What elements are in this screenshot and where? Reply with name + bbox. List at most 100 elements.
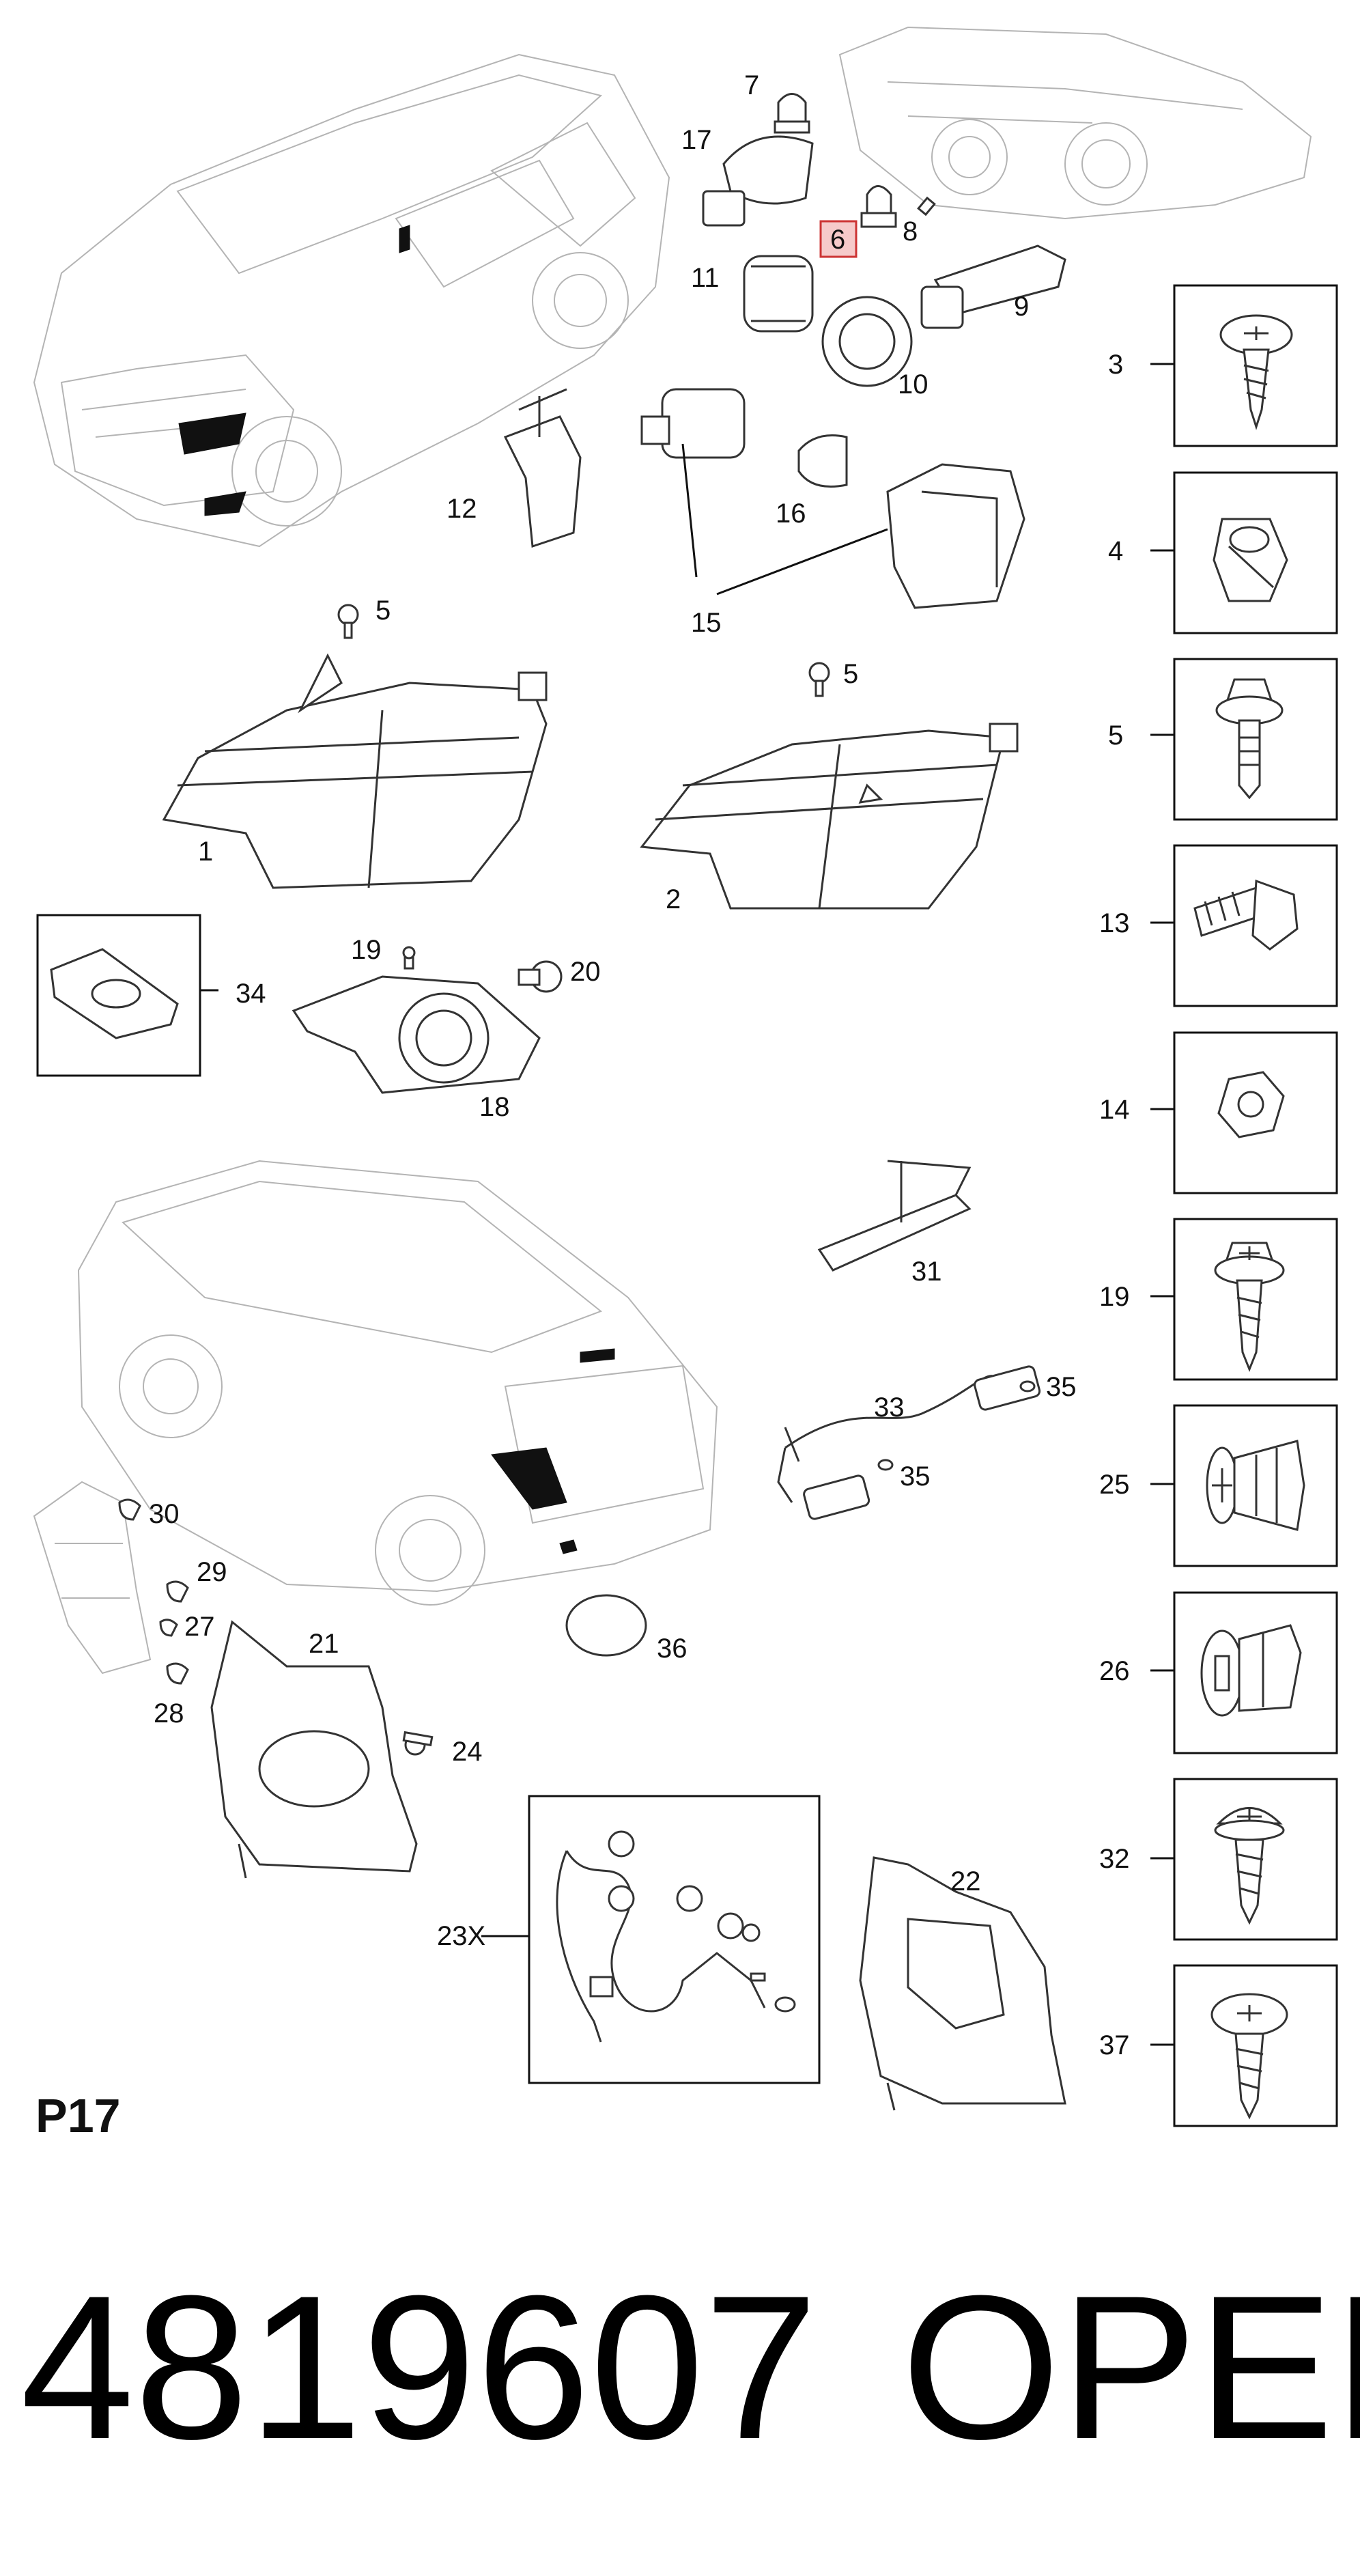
tail-lamp-right-22 xyxy=(859,1856,1066,2111)
callout-10: 10 xyxy=(898,369,929,400)
light-bar-31 xyxy=(817,1160,972,1272)
bolt-5a xyxy=(337,604,359,639)
callout-1: 1 xyxy=(198,837,213,867)
callout-12: 12 xyxy=(447,494,477,524)
fastener-4: 4 xyxy=(1108,471,1338,634)
callout-labels: 7 17 6 8 11 9 10 12 16 15 5 5 1 2 19 20 … xyxy=(149,70,1077,1951)
wiring-33 xyxy=(777,1365,1041,1520)
vehicle-rear-illustration xyxy=(77,1160,718,1606)
socket-15 xyxy=(640,388,746,459)
bulb-28 xyxy=(166,1662,189,1685)
callout-30: 30 xyxy=(149,1499,180,1529)
fastener-13: 13 xyxy=(1099,844,1338,1007)
headlamp-ghost-illustration xyxy=(838,26,1312,220)
vehicle-front-illustration xyxy=(33,53,670,548)
callout-34: 34 xyxy=(236,979,266,1009)
flange-bolt-icon xyxy=(1215,678,1284,800)
callout-20: 20 xyxy=(570,957,601,987)
fastener-37: 37 xyxy=(1099,1964,1338,2127)
callout-18: 18 xyxy=(479,1092,510,1122)
fog-lamp-18 xyxy=(292,975,541,1094)
callout-9: 9 xyxy=(1014,292,1029,322)
svg-text:3: 3 xyxy=(1108,350,1123,380)
callout-8: 8 xyxy=(903,216,918,247)
svg-text:32: 32 xyxy=(1099,1844,1130,1874)
callout-36: 36 xyxy=(657,1634,688,1664)
bulb-8 xyxy=(860,185,936,228)
callout-35b: 35 xyxy=(900,1461,931,1492)
harness-23x-box xyxy=(528,1795,821,2084)
hex-bolt-icon xyxy=(1193,879,1299,951)
svg-text:25: 25 xyxy=(1099,1470,1130,1500)
fastener-column: 3 4 5 xyxy=(1099,284,1338,2127)
svg-text:37: 37 xyxy=(1099,2030,1130,2060)
fastener-14: 14 xyxy=(1099,1031,1338,1194)
push-clip-icon xyxy=(1200,1624,1302,1717)
fastener-5: 5 xyxy=(1108,658,1338,821)
bolt-24 xyxy=(402,1731,434,1756)
callout-16: 16 xyxy=(776,499,806,529)
callout-19: 19 xyxy=(351,935,382,965)
bulb-9 xyxy=(920,244,1066,329)
bulb-27 xyxy=(159,1619,178,1637)
callout-5a: 5 xyxy=(376,596,391,626)
callout-17: 17 xyxy=(681,125,712,155)
hex-nut-icon xyxy=(1217,1071,1285,1138)
highlight-box xyxy=(819,220,858,258)
bulb-29 xyxy=(166,1580,189,1603)
screw-phillips-icon xyxy=(1214,1242,1285,1373)
fastener-19: 19 xyxy=(1099,1218,1338,1381)
bulb-7 xyxy=(774,93,810,134)
svg-text:4: 4 xyxy=(1108,536,1123,566)
part-number: 4819607 xyxy=(20,2252,818,2482)
bracket-12 xyxy=(503,388,582,548)
bulb-16 xyxy=(797,434,848,488)
bolt-5b xyxy=(808,662,830,697)
callout-28: 28 xyxy=(154,1698,184,1728)
side-marker-15 xyxy=(886,463,1025,609)
callout-29: 29 xyxy=(197,1557,227,1587)
brand-name: OPEL xyxy=(901,2252,1360,2482)
callout-15: 15 xyxy=(691,608,722,638)
svg-text:19: 19 xyxy=(1099,1282,1130,1312)
callout-6: 6 xyxy=(830,225,845,255)
fastener-25: 25 xyxy=(1099,1404,1338,1567)
diagram-page-code: P17 xyxy=(36,2089,121,2142)
cap-nut-icon xyxy=(1213,518,1288,602)
svg-text:13: 13 xyxy=(1099,908,1130,938)
bulb-30 xyxy=(118,1498,141,1521)
callout-31: 31 xyxy=(911,1257,942,1287)
clip-34-box xyxy=(36,914,201,1077)
expansion-clip-icon xyxy=(1206,1440,1305,1531)
cap-10 xyxy=(821,296,913,387)
callout-7: 7 xyxy=(744,70,759,100)
bulb-35b xyxy=(877,1459,894,1471)
callout-33: 33 xyxy=(874,1392,905,1423)
headlamp-left-1 xyxy=(162,653,548,889)
socket-11 xyxy=(743,255,814,333)
callout-27: 27 xyxy=(184,1612,215,1642)
screw-phillips-icon xyxy=(1214,1807,1285,1925)
callout-22: 22 xyxy=(950,1866,981,1896)
fastener-26: 26 xyxy=(1099,1591,1338,1754)
headlamp-right-2 xyxy=(640,723,1019,910)
svg-text:14: 14 xyxy=(1099,1095,1130,1125)
callout-24: 24 xyxy=(452,1737,483,1767)
callout-23x: 23X xyxy=(437,1921,485,1951)
callout-21: 21 xyxy=(309,1629,339,1659)
socket-17 xyxy=(702,135,814,227)
fastener-32: 32 xyxy=(1099,1778,1338,1941)
svg-text:26: 26 xyxy=(1099,1656,1130,1686)
screw-phillips-icon xyxy=(1219,314,1293,430)
screw-phillips-icon xyxy=(1210,1993,1288,2120)
bulb-35a xyxy=(1019,1380,1036,1392)
rear-bracket-ghost xyxy=(33,1481,152,1675)
svg-text:5: 5 xyxy=(1108,720,1123,751)
fastener-3: 3 xyxy=(1108,284,1338,447)
callout-11: 11 xyxy=(691,263,720,293)
callout-2: 2 xyxy=(666,884,681,914)
tail-lamp-left-21 xyxy=(210,1620,418,1879)
screw-19 xyxy=(402,946,416,970)
cap-36 xyxy=(565,1594,647,1657)
